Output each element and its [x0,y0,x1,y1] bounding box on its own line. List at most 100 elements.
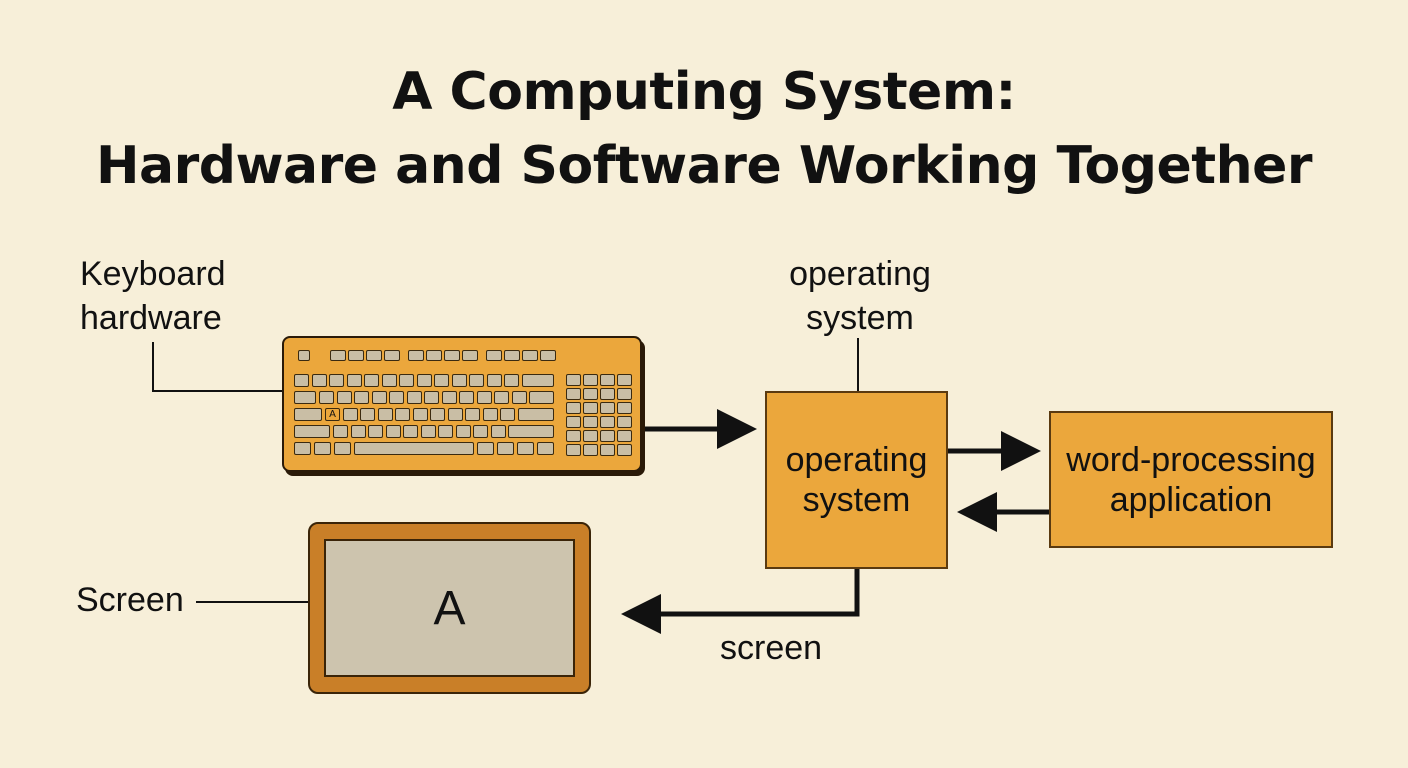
keyboard-key [444,350,460,361]
app-box-line-2: application [1109,480,1273,519]
keyboard-key [366,350,382,361]
keyboard-key [294,391,316,404]
os-top-label-line-2: system [806,299,914,337]
keyboard-key [617,374,632,386]
operating-system-box: operating system [765,391,948,569]
keyboard-hardware: A [282,336,642,472]
keyboard-key [424,391,439,404]
keyboard-key [430,408,445,421]
keyboard-key [583,374,598,386]
keyboard-label: Keyboard hardware [80,252,226,340]
word-processing-application-box: word-processing application [1049,411,1333,548]
keyboard-key [333,425,348,438]
os-box-line-1: operating [785,441,928,479]
keyboard-key [504,350,520,361]
keyboard-key [371,391,387,404]
keyboard-key [412,408,428,421]
arrow-os-to-screen [621,568,860,634]
keyboard-key [384,350,400,361]
keyboard-key [465,408,480,421]
keyboard-key [617,388,632,400]
keyboard-leader-line [152,342,283,392]
keyboard-key [600,444,615,456]
keyboard-key [441,391,457,404]
keyboard-key [319,391,334,404]
os-box-line-2: system [802,481,911,519]
keyboard-key [494,391,509,404]
keyboard-key [451,374,467,387]
keyboard-label-line-1: Keyboard [80,255,226,293]
keyboard-key [566,374,581,386]
keyboard-key [583,444,598,456]
keyboard-key [294,374,309,387]
keyboard-key [354,391,369,404]
keyboard-key [294,425,330,438]
keyboard-key [600,402,615,414]
keyboard-key [486,350,502,361]
keyboard-key [342,408,358,421]
keyboard-key [311,374,327,387]
keyboard-key [500,408,515,421]
keyboard-key [473,425,488,438]
screen-bottom-label: screen [720,629,823,667]
keyboard-key [522,350,538,361]
keyboard-key [336,391,352,404]
os-top-label: operating system [780,252,940,340]
title-line-2: Hardware and Software Working Together [95,136,1313,196]
keyboard-key [583,388,598,400]
keyboard-key [566,402,581,414]
keyboard-key [385,425,401,438]
keyboard-key [617,430,632,442]
keyboard-key [518,408,554,421]
keyboard-key [537,442,554,455]
keyboard-key [540,350,556,361]
app-box-line-1: word-processing [1066,440,1316,479]
keyboard-key [406,391,422,404]
keyboard-key [511,391,527,404]
keyboard-key [368,425,383,438]
keyboard-key [617,416,632,428]
keyboard-key [334,442,351,455]
keyboard-key [566,388,581,400]
keyboard-key [294,442,311,455]
keyboard-key [426,350,442,361]
keyboard-key [455,425,471,438]
keyboard-key [566,430,581,442]
keyboard-key [403,425,418,438]
keyboard-key [416,374,432,387]
screen-monitor: A [308,522,591,694]
keyboard-key [497,442,514,455]
keyboard-key [314,442,331,455]
keyboard-key [408,350,424,361]
keyboard-key [395,408,410,421]
keyboard-key [504,374,519,387]
keyboard-key [389,391,404,404]
keyboard-key [583,402,598,414]
keyboard-key-a: A [325,408,340,421]
keyboard-key [566,416,581,428]
keyboard-key [600,416,615,428]
keyboard-key [600,430,615,442]
keyboard-key [508,425,554,438]
keyboard-key [583,416,598,428]
keyboard-key [294,408,322,421]
keyboard-key [469,374,484,387]
keyboard-key [399,374,414,387]
keyboard-key [600,388,615,400]
keyboard-key [617,444,632,456]
keyboard-key [490,425,506,438]
keyboard-key [522,374,554,387]
keyboard-key [438,425,453,438]
keyboard-key [364,374,379,387]
keyboard-label-line-2: hardware [80,299,222,337]
keyboard-key [350,425,366,438]
keyboard-key [434,374,449,387]
keyboard-key [420,425,436,438]
keyboard-key [459,391,474,404]
os-top-label-line-1: operating [789,255,931,293]
keyboard-key [476,391,492,404]
keyboard-key [329,374,344,387]
keyboard-key [600,374,615,386]
screen-display: A [324,539,575,677]
